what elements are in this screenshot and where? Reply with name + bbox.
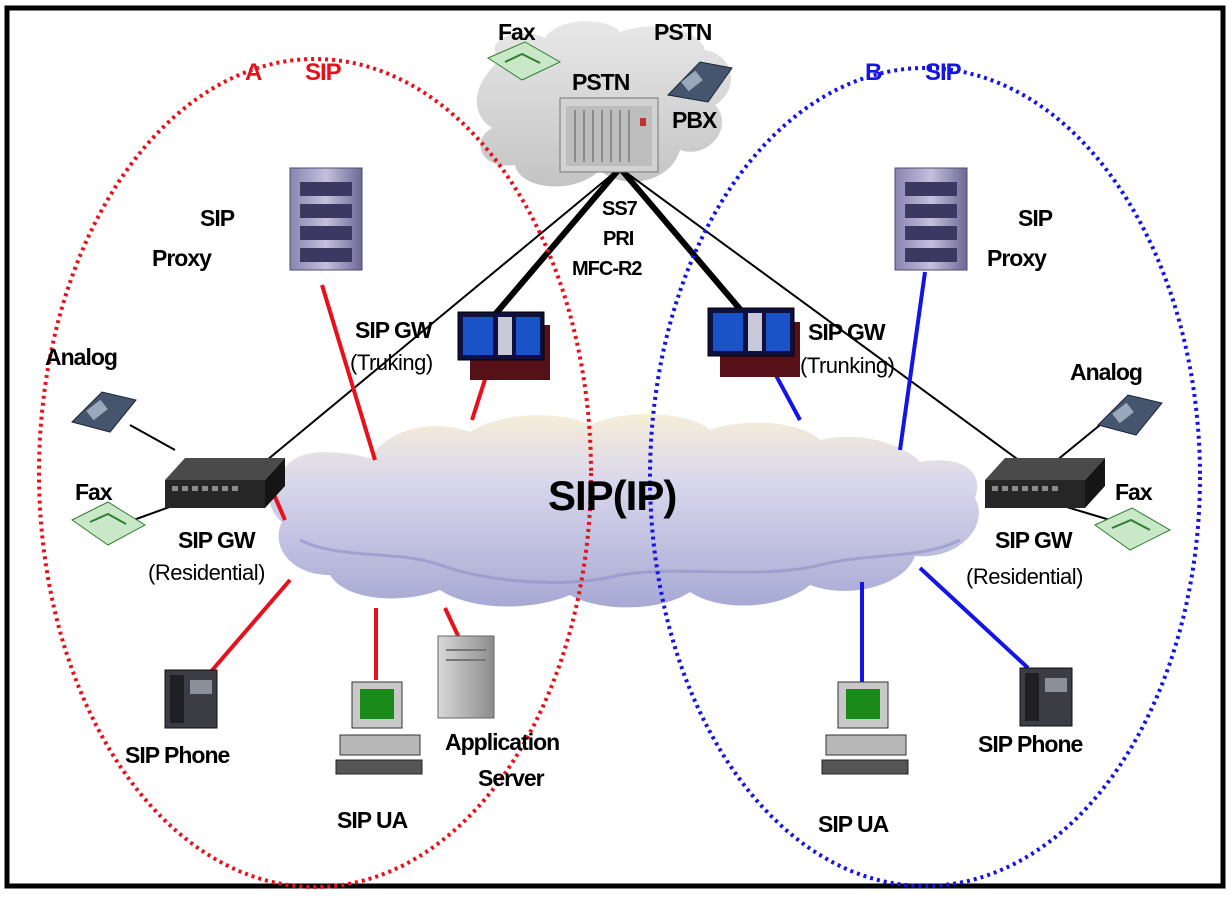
sip-phone-left-icon — [164, 669, 218, 729]
pstn-thin-links — [254, 167, 1051, 484]
right-trunk-gw-title: SIP GW — [808, 319, 886, 345]
analog-phone-right-icon — [1097, 394, 1163, 436]
left-proxy-line1: SIP — [200, 205, 235, 231]
domain-a-letter: A — [245, 59, 262, 86]
right-trunk-gw-sub: (Trunking) — [800, 353, 894, 378]
outer-frame — [4, 5, 1226, 889]
residential-gateway-right-icon — [985, 458, 1105, 508]
analog-phone-left-icon — [71, 391, 137, 433]
signaling-ss7: SS7 — [602, 198, 638, 220]
fax-right-icon — [1094, 507, 1172, 551]
sip-ua-right-computer-icon — [821, 681, 909, 775]
signaling-pri: PRI — [603, 228, 634, 250]
trunk-gateway-right-icon — [707, 307, 800, 377]
domain-b-links — [770, 271, 1030, 690]
residential-gateway-left-icon — [165, 458, 285, 508]
right-labels: SIP Proxy SIP GW (Trunking) Analog Fax S… — [800, 205, 1154, 837]
app-server-line2: Server — [478, 765, 545, 791]
domain-b-protocol: SIP — [925, 59, 962, 86]
right-res-gw-title: SIP GW — [995, 527, 1073, 553]
pstn-switch-label: PSTN — [572, 69, 630, 95]
domain-b-letter: B — [865, 59, 882, 86]
sip-ip-cloud — [269, 414, 979, 608]
right-sip-phone-label: SIP Phone — [978, 731, 1083, 757]
right-analog-label: Analog — [1070, 359, 1142, 385]
left-labels: SIP Proxy SIP GW (Truking) Analog Fax SI… — [45, 205, 560, 833]
sip-ua-left-computer-icon — [335, 681, 423, 775]
left-res-gw-title: SIP GW — [178, 527, 256, 553]
proxy-server-right-icon — [894, 167, 968, 271]
left-trunk-gw-sub: (Truking) — [350, 350, 433, 375]
app-server-line1: Application — [445, 729, 559, 755]
left-trunk-gw-title: SIP GW — [355, 317, 433, 343]
pstn-fax-label: Fax — [498, 19, 536, 45]
fax-pstn-icon — [486, 41, 562, 81]
right-proxy-line2: Proxy — [987, 245, 1047, 271]
left-sip-phone-label: SIP Phone — [125, 742, 230, 768]
domain-a-protocol: SIP — [305, 59, 342, 86]
core-network-label: SIP(IP) — [548, 472, 676, 519]
signaling-mfc-r2: MFC-R2 — [572, 258, 642, 280]
trunk-gateway-left-icon — [457, 311, 550, 380]
left-proxy-line2: Proxy — [152, 245, 212, 271]
left-sip-ua-label: SIP UA — [337, 807, 408, 833]
pbx-label: PBX — [672, 107, 718, 133]
left-res-gw-sub: (Residential) — [148, 560, 265, 585]
proxy-server-left-icon — [289, 167, 363, 271]
pstn-labels: Fax PSTN PSTN PBX SS7 PRI MFC-R2 — [498, 19, 719, 280]
right-proxy-line1: SIP — [1018, 205, 1053, 231]
pstn-trunk-links — [489, 166, 748, 320]
left-analog-label: Analog — [45, 344, 117, 370]
domain-a-boundary — [37, 57, 593, 889]
pstn-corner-label: PSTN — [654, 19, 712, 45]
fax-left-icon — [71, 501, 146, 546]
right-fax-label: Fax — [1115, 479, 1153, 505]
left-fax-label: Fax — [75, 479, 113, 505]
application-server-icon — [437, 635, 495, 719]
pbx-phone-icon — [666, 61, 733, 103]
right-sip-ua-label: SIP UA — [818, 811, 889, 837]
domain-labels: A SIP B SIP — [245, 59, 963, 86]
right-res-gw-sub: (Residential) — [966, 564, 1083, 589]
domain-b-boundary — [648, 66, 1202, 888]
sip-phone-right-icon — [1019, 667, 1073, 727]
pstn-switch-icon — [559, 97, 659, 173]
